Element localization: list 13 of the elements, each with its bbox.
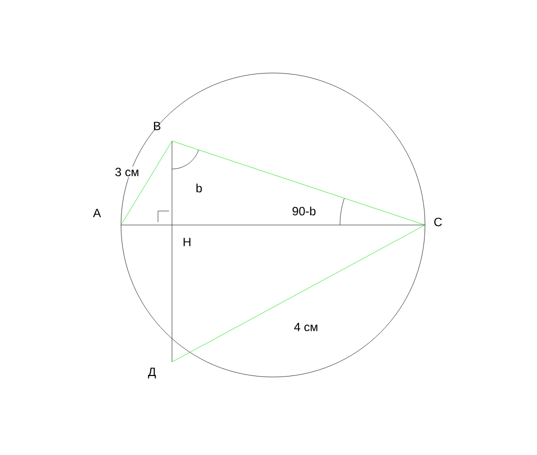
edge-label: 3 см — [114, 166, 140, 178]
angle-label: b — [196, 184, 202, 192]
line-segment — [121, 224, 425, 226]
edge-label: 4 см — [292, 322, 320, 332]
line-segment — [120, 141, 172, 225]
point-label: Д — [148, 368, 156, 378]
line-segment — [172, 140, 425, 226]
point-label: A — [93, 208, 101, 218]
point-label: C — [434, 218, 442, 226]
point-label: H — [184, 238, 190, 246]
line-segment — [172, 224, 425, 362]
angle-label: 90-b — [292, 206, 316, 216]
point-label: B — [154, 122, 160, 130]
